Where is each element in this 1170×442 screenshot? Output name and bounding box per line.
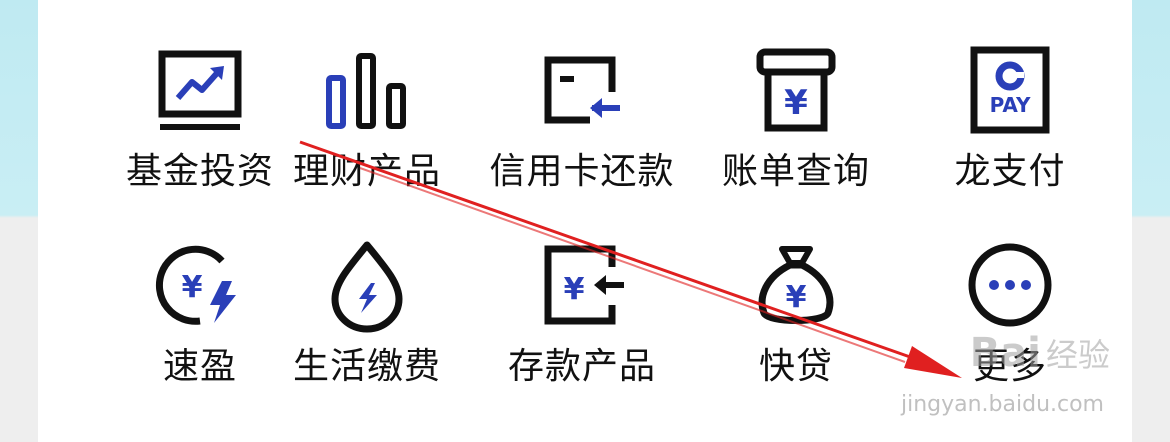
menu-item-label: 生活缴费 [292, 346, 441, 387]
menu-item-more[interactable]: 更多 [910, 235, 1110, 405]
yuan-lightning-icon: ¥ [150, 235, 250, 335]
menu-item-fund[interactable]: 基金投资 [100, 40, 300, 210]
menu-item-label: 快贷 [758, 346, 833, 387]
menu-item-label: 速盈 [162, 346, 237, 387]
svg-text:¥: ¥ [784, 83, 808, 123]
service-card: 基金投资 理财产品 信用卡还款 [38, 0, 1132, 442]
menu-item-quick-loan[interactable]: ¥ 快贷 [696, 235, 896, 405]
menu-item-label: 理财产品 [292, 151, 441, 192]
money-bag-icon: ¥ [746, 235, 846, 335]
menu-item-label: 存款产品 [507, 346, 656, 387]
menu-item-suying[interactable]: ¥ 速盈 [100, 235, 300, 405]
menu-item-credit-card-repay[interactable]: 信用卡还款 [482, 40, 682, 210]
bar-chart-icon [317, 40, 417, 140]
svg-text:¥: ¥ [786, 280, 807, 315]
menu-item-label: 基金投资 [125, 151, 274, 192]
water-drop-lightning-icon [317, 235, 417, 335]
menu-item-deposit[interactable]: ¥ 存款产品 [482, 235, 682, 405]
menu-item-long-pay[interactable]: PAY 龙支付 [910, 40, 1110, 210]
menu-item-label: 龙支付 [954, 151, 1066, 192]
chart-screen-icon [150, 40, 250, 140]
card-return-icon [532, 40, 632, 140]
svg-text:¥: ¥ [182, 270, 203, 305]
menu-item-bill-query[interactable]: ¥ 账单查询 [696, 40, 896, 210]
svg-text:PAY: PAY [990, 93, 1031, 117]
service-grid: 基金投资 理财产品 信用卡还款 [38, 0, 1132, 442]
more-dots-icon [960, 235, 1060, 335]
deposit-icon: ¥ [532, 235, 632, 335]
long-pay-icon: PAY [960, 40, 1060, 140]
watermark-url: jingyan.baidu.com [900, 392, 1104, 417]
bill-box-icon: ¥ [746, 40, 846, 140]
menu-item-utilities[interactable]: 生活缴费 [267, 235, 467, 405]
svg-text:¥: ¥ [564, 272, 585, 307]
menu-item-label: 账单查询 [721, 151, 870, 192]
menu-item-label: 信用卡还款 [489, 151, 675, 192]
menu-item-label: 更多 [972, 346, 1047, 387]
menu-item-wealth[interactable]: 理财产品 [267, 40, 467, 210]
